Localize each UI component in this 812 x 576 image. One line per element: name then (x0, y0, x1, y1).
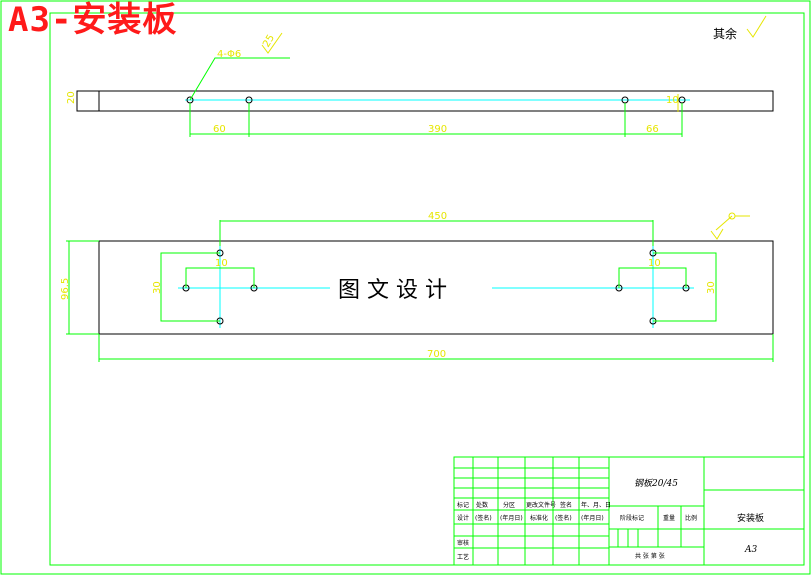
dim-box-left-vertical (160, 252, 220, 322)
tb-standardize: 标准化 (530, 514, 548, 522)
front-view-plate (98, 240, 774, 335)
tb-date: 年、月、日 (581, 501, 611, 509)
tb-signature: 签名 (560, 501, 572, 509)
title-material: 钢板20/45 (634, 478, 678, 489)
tb-std-date: (年月日) (581, 514, 604, 522)
front-view: 450 96.5 700 30 10 30 10 (60, 211, 774, 362)
hole-callout: 4-Φ6 (217, 49, 241, 60)
overlay-text: 图 文 设 计 (338, 278, 447, 303)
roughness-symbol-note (746, 15, 767, 38)
dim-left-offset: 60 (213, 124, 226, 135)
dim-right-horizontal: 10 (648, 258, 661, 269)
tb-stage-mark: 阶段标记 (620, 514, 644, 522)
dim-hole-spacing-top: 390 (428, 124, 447, 135)
tb-std-sig: (签名) (555, 514, 572, 522)
dim-height-front: 96.5 (60, 278, 71, 300)
title-sheet-size: A3 (744, 545, 757, 555)
tb-design-sig: (签名) (475, 514, 492, 522)
dim-left-vertical: 30 (152, 281, 163, 294)
dim-left-horizontal: 10 (215, 258, 228, 269)
roughness-symbol-right (710, 228, 724, 240)
top-view-height-label: 20 (66, 91, 77, 104)
top-view-height-box (76, 90, 100, 112)
tb-mark: 标记 (457, 501, 469, 509)
title-block (453, 456, 805, 566)
tb-weight: 重量 (663, 514, 675, 522)
top-view-plate (98, 90, 774, 112)
dim-small-top: 10 (666, 95, 679, 106)
dim-box-right-horizontal (618, 267, 687, 288)
top-view: 20 4-Φ6 25 60 390 66 10 (66, 32, 774, 137)
tb-design: 设计 (457, 514, 469, 522)
tb-zone: 分区 (503, 501, 515, 509)
tb-count: 处数 (476, 501, 488, 509)
surface-note: 其余 (713, 26, 737, 41)
tb-scale: 比例 (685, 514, 697, 522)
page-title: A3-安装板 (8, 0, 178, 40)
hole-callout-leader (189, 57, 290, 101)
tb-review: 审核 (457, 539, 469, 547)
tb-design-date: (年月日) (500, 514, 523, 522)
dim-right-offset: 66 (646, 124, 659, 135)
dim-total-length: 700 (427, 349, 446, 360)
roughness-symbol-top (261, 32, 283, 54)
tb-total-sheets: 共 张 第 张 (635, 552, 665, 560)
tb-change-doc: 更改文件号 (526, 501, 556, 509)
tb-process: 工艺 (457, 553, 469, 561)
dim-hole-spacing-front: 450 (428, 211, 447, 222)
dim-right-vertical: 30 (706, 281, 717, 294)
dim-box-right-vertical (653, 252, 717, 322)
title-part-name: 安装板 (737, 512, 764, 524)
roughness-leader-right (715, 215, 733, 231)
inner-frame (49, 12, 805, 566)
overlay-text-bg (330, 268, 492, 308)
dim-box-left-horizontal (185, 267, 255, 288)
